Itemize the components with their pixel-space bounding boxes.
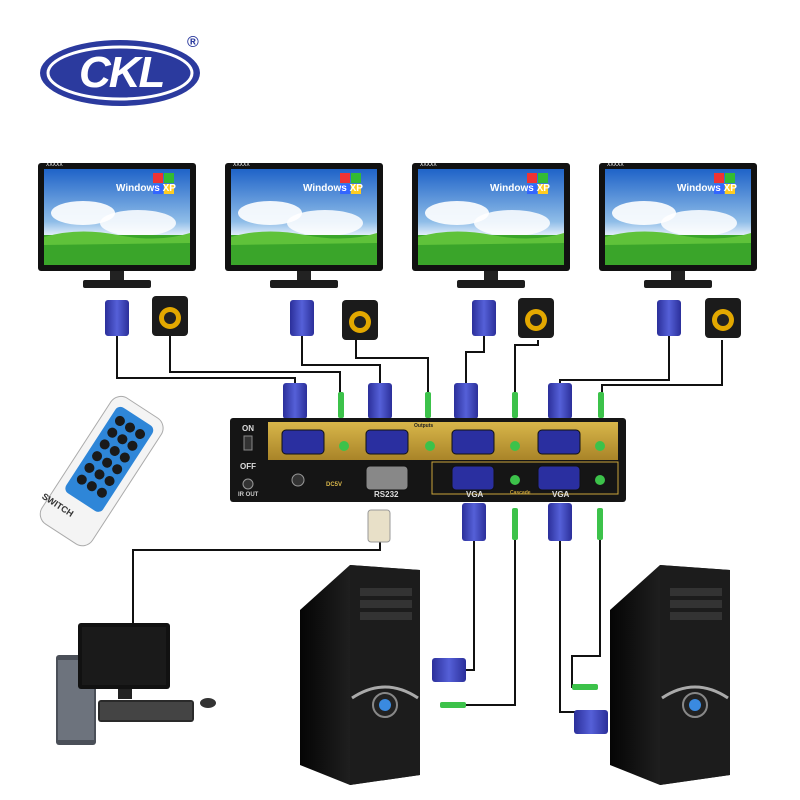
kvm-device (230, 418, 626, 502)
monitor-os-label: Windows XP (677, 183, 737, 194)
logo-text: CKL (79, 48, 165, 97)
cascade-label: Cascade (510, 490, 531, 496)
monitor-1: Windows XP XXXXX (38, 162, 196, 293)
monitor-4: Windows XP XXXXX (599, 162, 757, 293)
desktop-computer (56, 623, 216, 745)
tower-pc-1 (300, 565, 420, 785)
monitor-os-label: Windows XP (116, 183, 176, 194)
monitor-brand: XXXXX (46, 162, 63, 168)
dc-power-label: DC5V (326, 482, 343, 488)
power-on-label: ON (242, 424, 254, 433)
monitor-brand: XXXXX (607, 162, 624, 168)
vga-input-label-1: VGA (466, 490, 484, 499)
vga-input-label-2: VGA (552, 490, 570, 499)
ir-out-label: IR OUT (238, 492, 259, 498)
registered-mark: ® (187, 34, 199, 51)
power-off-label: OFF (240, 462, 256, 471)
brand-logo: CKL ® (37, 30, 207, 110)
tower-pc-2 (610, 565, 730, 785)
monitor-3: Windows XP XXXXX (412, 162, 570, 293)
monitor-os-label: Windows XP (303, 183, 363, 194)
outputs-strip-label: Outputs (414, 423, 434, 429)
monitor-os-label: Windows XP (490, 183, 550, 194)
speaker-group (152, 296, 741, 340)
remote-control (39, 395, 164, 547)
monitor-2: Windows XP XXXXX (225, 162, 383, 293)
rs232-port-label: RS232 (374, 490, 399, 499)
monitor-brand: XXXXX (420, 162, 437, 168)
vga-plug-group (105, 300, 681, 734)
monitor-brand: XXXXX (233, 162, 250, 168)
